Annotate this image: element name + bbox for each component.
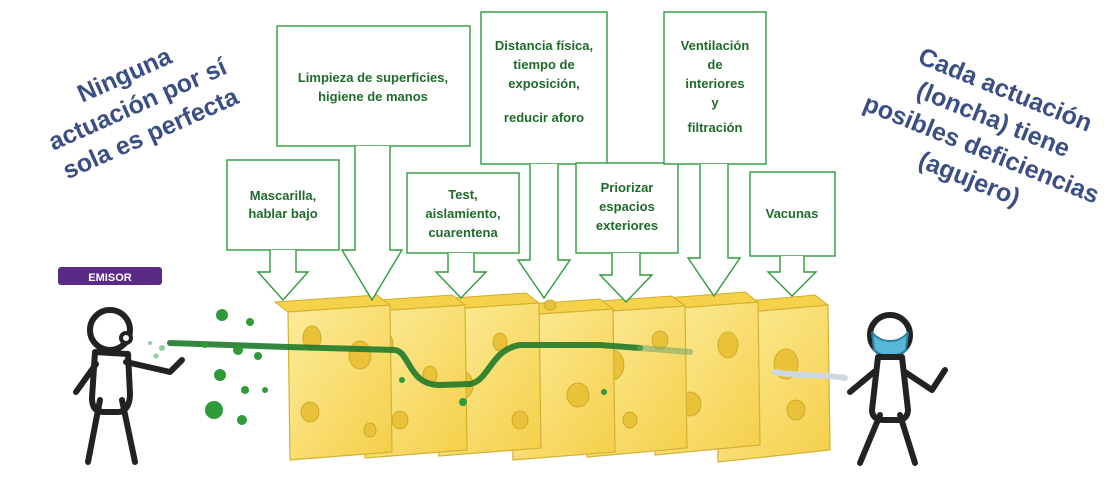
virus-icon xyxy=(241,386,249,394)
virus-icon xyxy=(214,369,226,381)
callout-test: Test, aislamiento, cuarentena xyxy=(407,173,519,298)
callout-vacunas-line-1: Vacunas xyxy=(766,206,819,221)
virus-icon xyxy=(601,389,607,395)
callout-distancia-line-1: Distancia física, xyxy=(495,38,593,53)
virus-icon xyxy=(233,345,243,355)
callout-ventilacion-line-1: Ventilación xyxy=(681,38,750,53)
virus-icon xyxy=(246,318,254,326)
virus-icon xyxy=(459,398,467,406)
right-statement: Cada actuación (loncha) tiene posibles d… xyxy=(847,30,1120,239)
callout-priorizar-line-1: Priorizar xyxy=(601,180,654,195)
virus-icon xyxy=(254,352,262,360)
callout-ventilacion-line-4: y xyxy=(711,95,719,110)
droplet-icon xyxy=(148,341,152,345)
callout-ventilacion-line-5: filtración xyxy=(688,120,743,135)
virus-icon xyxy=(237,415,247,425)
callout-distancia-line-4: reducir aforo xyxy=(504,110,584,125)
cheese-slices xyxy=(275,292,830,462)
callout-distancia-line-3: exposición, xyxy=(508,76,580,91)
callout-priorizar: Priorizar espacios exteriores xyxy=(576,163,678,302)
emitter-label: EMISOR xyxy=(88,272,131,284)
left-statement: Ninguna actuación por sí sola es perfect… xyxy=(31,23,245,185)
callout-ventilacion-line-3: interiores xyxy=(685,76,744,91)
callout-ventilacion-line-2: de xyxy=(707,57,722,72)
emitter-badge: EMISOR xyxy=(58,267,162,285)
callout-vacunas: Vacunas xyxy=(750,172,835,296)
callout-test-line-2: aislamiento, xyxy=(425,206,500,221)
cheese-slice-1 xyxy=(275,295,392,460)
callout-mascarilla: Mascarilla, hablar bajo xyxy=(227,160,339,300)
callout-test-line-1: Test, xyxy=(448,187,477,202)
callout-mascarilla-line-2: hablar bajo xyxy=(248,206,317,221)
callout-limpieza-line-2: higiene de manos xyxy=(318,89,428,104)
callout-priorizar-line-2: espacios xyxy=(599,199,655,214)
virus-icon xyxy=(202,342,208,348)
emitter-person-icon xyxy=(76,310,182,462)
droplet-icon xyxy=(154,354,159,359)
callout-limpieza-line-1: Limpieza de superficies, xyxy=(298,70,448,85)
callout-distancia-line-2: tiempo de xyxy=(513,57,574,72)
virus-icon xyxy=(205,401,223,419)
virus-icon xyxy=(399,377,405,383)
callout-distancia: Distancia física, tiempo de exposición, … xyxy=(481,12,607,298)
receiver-person-icon xyxy=(850,315,945,463)
callout-priorizar-line-3: exteriores xyxy=(596,218,658,233)
callout-test-line-3: cuarentena xyxy=(428,225,498,240)
virus-icon xyxy=(216,309,228,321)
virus-icon xyxy=(262,387,268,393)
virus-path-fading xyxy=(640,348,690,352)
callout-mascarilla-line-1: Mascarilla, xyxy=(250,188,317,203)
droplet-icon xyxy=(159,345,165,351)
